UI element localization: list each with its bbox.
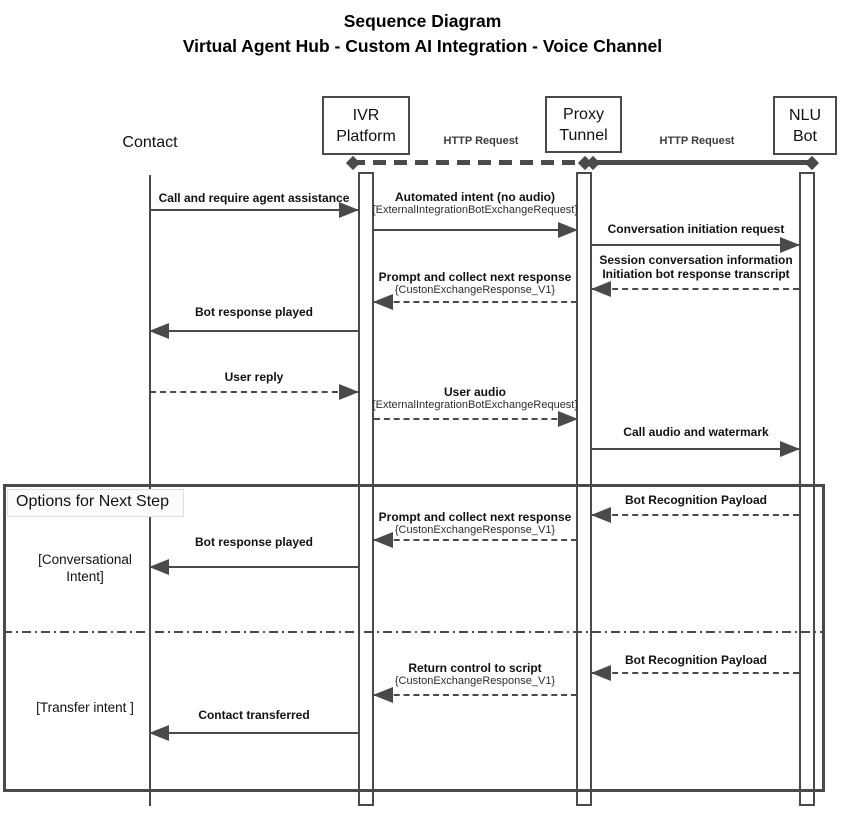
actor-ivr-line2: Platform: [336, 127, 396, 145]
message-m13-arrow: [591, 665, 799, 681]
arrowhead-left-icon: [149, 323, 169, 339]
message-m10-arrow: [591, 507, 799, 523]
diamond-end-icon: [804, 155, 820, 170]
message-m10-label: Bot Recognition Payload: [624, 493, 767, 507]
message-m12-arrow: [149, 559, 358, 575]
arrowhead-right-icon: [339, 384, 359, 400]
arrowhead-left-icon: [373, 532, 393, 548]
arrowhead-left-icon: [591, 665, 611, 681]
message-m15-label: Contact transferred: [198, 708, 310, 722]
diagram-title: Sequence Diagram Virtual Agent Hub - Cus…: [0, 9, 845, 59]
diamond-end-icon: [585, 155, 601, 170]
arrowhead-left-icon: [373, 294, 393, 310]
message-m1-arrow: [150, 202, 359, 218]
arrowhead-right-icon: [780, 237, 800, 253]
actor-proxy-line1: Proxy: [563, 105, 604, 123]
activation-nlu: [799, 172, 815, 806]
frame-label: Options for Next Step: [7, 489, 184, 517]
activation-ivr: [358, 172, 374, 806]
message-m9-arrow: [592, 441, 800, 457]
arrowhead-left-icon: [149, 725, 169, 741]
actor-proxy-line2: Tunnel: [559, 126, 608, 144]
message-m8-arrow: [374, 411, 578, 427]
message-m11-label: Prompt and collect next response {Custon…: [378, 510, 572, 536]
message-m6-label: Bot response played: [194, 305, 314, 319]
message-m4-label: Session conversation information Initiat…: [599, 253, 793, 281]
message-m7-label: User reply: [224, 370, 284, 384]
message-m1-label: Call and require agent assistance: [158, 191, 350, 205]
message-m12-label: Bot response played: [194, 535, 314, 549]
actor-proxy-tunnel: Proxy Tunnel: [545, 96, 622, 153]
message-m15-arrow: [149, 725, 358, 741]
guard-transfer-intent: [Transfer intent ]: [36, 700, 134, 715]
message-m13-label: Bot Recognition Payload: [624, 653, 767, 667]
message-m2-label: Automated intent (no audio) {ExternalInt…: [371, 190, 579, 216]
http-request-label-proxy-nlu: HTTP Request: [659, 135, 735, 147]
message-m11-arrow: [373, 532, 577, 548]
arrowhead-left-icon: [591, 281, 611, 297]
arrowhead-right-icon: [558, 222, 578, 238]
message-m5-label: Prompt and collect next response {Custon…: [378, 270, 572, 296]
message-m3-arrow: [592, 237, 800, 253]
frame-options-next-step: Options for Next Step: [3, 484, 825, 792]
http-request-label-ivr-proxy: HTTP Request: [443, 135, 519, 147]
connector-ivr-proxy: [345, 155, 593, 170]
message-m8-label: User audio {ExternalIntegrationBotExchan…: [371, 385, 579, 411]
actor-nlu-bot: NLU Bot: [773, 96, 837, 155]
arrowhead-right-icon: [780, 441, 800, 457]
title-line-2: Virtual Agent Hub - Custom AI Integratio…: [182, 36, 663, 56]
message-m6-arrow: [149, 323, 358, 339]
frame-alt-divider: [3, 631, 825, 633]
actor-nlu-line1: NLU: [788, 106, 821, 124]
actor-ivr-platform: IVR Platform: [322, 96, 410, 155]
connector-proxy-nlu: [585, 155, 820, 170]
arrowhead-right-icon: [339, 202, 359, 218]
message-m3-label: Conversation initiation request: [607, 222, 785, 236]
message-m5-arrow: [373, 294, 577, 310]
message-m9-label: Call audio and watermark: [623, 425, 769, 439]
title-line-1: Sequence Diagram: [343, 11, 502, 31]
message-m7-arrow: [150, 384, 359, 400]
diamond-end-icon: [345, 155, 361, 170]
arrowhead-left-icon: [591, 507, 611, 523]
arrowhead-right-icon: [558, 411, 578, 427]
message-m14-label: Return control to script {CustonExchange…: [394, 661, 556, 687]
message-m14-arrow: [373, 687, 577, 703]
arrowhead-left-icon: [373, 687, 393, 703]
guard-conversational-intent: [Conversational Intent]: [38, 552, 132, 584]
message-m4-arrow: [591, 281, 799, 297]
actor-contact: Contact: [122, 134, 178, 151]
actor-nlu-line2: Bot: [792, 127, 817, 145]
actor-ivr-line1: IVR: [352, 106, 380, 124]
activation-proxy: [576, 172, 592, 806]
arrowhead-left-icon: [149, 559, 169, 575]
message-m2-arrow: [374, 222, 578, 238]
